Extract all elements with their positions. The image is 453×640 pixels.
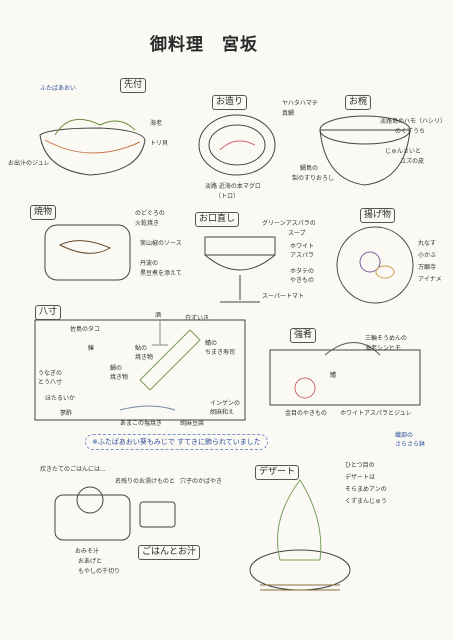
note-hassun-16: 胡麻和え: [210, 409, 235, 416]
note-yakimono-2: 実山椒のソース: [140, 240, 182, 247]
page-title: 御料理 宮坂: [150, 35, 258, 55]
label-shiizakana: 強肴: [290, 328, 317, 343]
note-owan-0: 淡路島のハモ（ハシリ）: [380, 118, 447, 125]
note-dessert-2: そらまめアンの: [345, 486, 387, 493]
note-sakizuke-2: トリ貝: [150, 140, 169, 147]
note-hassun-13: 白ずいき: [185, 315, 210, 322]
note-dessert-0: ひとつ目の: [345, 462, 375, 469]
note-oshinogi-0: グリーンアスパラの: [262, 220, 316, 227]
note-hassun-11: 鯖の: [205, 340, 218, 347]
label-dessert: デザート: [255, 465, 300, 480]
oshinogi-glass: [204, 236, 276, 256]
note-oshinogi-3: アスパラ: [290, 252, 315, 259]
dessert-plate: [249, 549, 351, 591]
yakimono-plate: [44, 224, 131, 281]
note-oshinogi-6: スーパートマト: [262, 293, 304, 300]
note-agemono-0: 丸なす: [418, 240, 437, 247]
note-hassun-17: 蓼酢: [60, 410, 73, 417]
note-hassun-8: 焼き物: [135, 354, 154, 361]
note-hassun-4: 鯛の: [110, 365, 123, 372]
label-sakizuke: 先付: [120, 78, 147, 93]
note-gohan-1: 名残りのお漬けものと: [115, 478, 176, 485]
note-yakimono-4: 黒豆煮を添えて: [140, 270, 182, 277]
note-shiizakana-0: 三輪そうめんの: [365, 335, 408, 342]
hassun-tray: [34, 319, 246, 421]
label-otsukuri: お造り: [212, 95, 248, 110]
note-shiizakana-2: 鱧: [330, 372, 337, 379]
note-sakizuke-3: お出汁のジュレ: [8, 160, 50, 167]
note-gohan-2: 穴子のかばやき: [180, 478, 223, 485]
note-dessert-1: デザートは: [345, 474, 376, 481]
label-gohan: ごはんとお汁: [138, 545, 201, 560]
note-yakimono-1: 火乾焼き: [135, 220, 160, 227]
note-oshinogi-4: ホタテの: [290, 268, 315, 275]
shiizakana-box: [269, 349, 421, 406]
note-agemono-1: 小かぶ: [418, 252, 437, 259]
note-otsukuri-0: ヤハタハマチ: [282, 100, 318, 107]
note-otsukuri-3: （トロ）: [215, 193, 240, 200]
note-hassun-12: ちまき寿司: [205, 349, 236, 356]
note-owan-1: のくずうち: [395, 128, 426, 135]
note-dessert-3: くずまんじゅう: [345, 498, 388, 505]
note-yakimono-3: 丹波の: [140, 260, 159, 267]
note-hassun-10: 胡麻豆腐: [180, 420, 205, 427]
gohan-tray: [54, 494, 131, 541]
label-hassun: 八寸: [35, 305, 62, 320]
gohan-bowl-box: [139, 501, 176, 528]
note-yakimono-0: のどぐろの: [135, 210, 165, 217]
note-owan-2: じゅんさいと: [385, 148, 422, 155]
note-gohan-5: もやしの千切り: [78, 568, 121, 575]
note-gohan-4: おあげと: [78, 558, 103, 565]
owan-bowl: [319, 129, 411, 186]
note-gohan-3: おみそ汁: [75, 548, 100, 555]
note-shiizakana-4: ホワイトアスパラとジュレ: [340, 410, 412, 417]
label-agemono: 揚げ物: [360, 208, 396, 223]
note-shiizakana-5: 織部の: [395, 432, 414, 439]
note-agemono-2: 万願寺: [418, 264, 437, 271]
note-hassun-6: 酒: [155, 312, 162, 319]
note-gohan-0: 炊きたてのごはんには...: [40, 466, 106, 473]
note-hassun-5: 焼き物: [110, 374, 129, 381]
note-otsukuri-1: 真鯛: [282, 110, 295, 117]
note-sakizuke-1: 海老: [150, 120, 163, 127]
note-shiizakana-1: 海老シンヒモ: [365, 345, 402, 352]
note-hassun-2: とう八寸: [38, 379, 63, 386]
note-hassun-0: 佐島のタコ: [70, 326, 101, 333]
note-oshinogi-2: ホワイト: [290, 243, 315, 250]
label-yakimono: 焼物: [30, 205, 57, 220]
note-hassun-14: 鰆: [88, 345, 95, 352]
note-sakizuke-0: ふたばあおい: [40, 85, 77, 92]
note-oshinogi-1: スープ: [288, 230, 306, 237]
note-owan-3: ユズの皮: [400, 158, 425, 165]
note-hassun-3: ほたるいか: [45, 395, 76, 402]
note-shiizakana-6: さらさら鉢: [395, 441, 426, 448]
note-agemono-3: アイナメ: [418, 276, 442, 283]
note-otsukuri-2: 淡路 近海の本マグロ: [205, 183, 261, 190]
otsukuri-plate: [198, 114, 276, 176]
note-hassun-7: 鮎の: [135, 345, 148, 352]
decoration-annotation: ※ふたばあおい葵もみじで すてきに飾られていました: [85, 434, 268, 450]
note-owan-5: 梨のすりおろし: [292, 175, 335, 182]
agemono-plate: [336, 226, 414, 304]
note-hassun-9: あまごの塩焼き: [120, 420, 163, 427]
note-shiizakana-3: 金目のやきもの: [285, 410, 328, 417]
note-hassun-1: うなぎの: [38, 370, 63, 377]
note-hassun-15: インゲンの: [210, 400, 241, 407]
note-owan-4: 鯛島の: [300, 165, 319, 172]
sakizuke-bowl: [39, 127, 146, 176]
note-oshinogi-5: やきもの: [290, 277, 315, 284]
label-oshinogi: お口直し: [195, 212, 240, 227]
label-owan: お椀: [345, 95, 372, 110]
